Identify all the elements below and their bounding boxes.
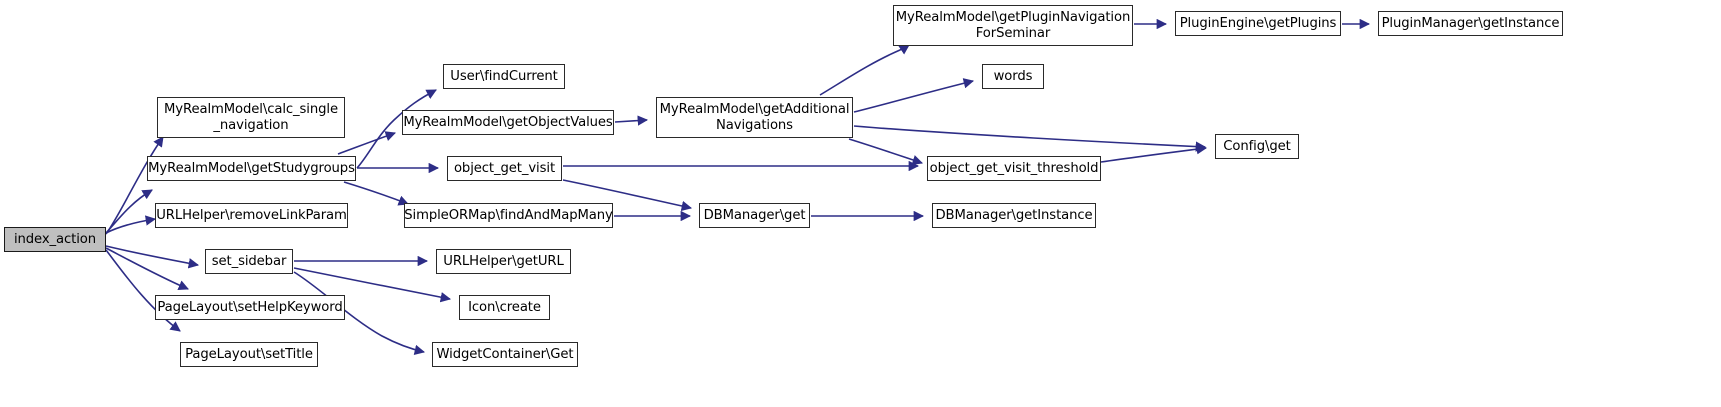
graph-edge-getStudygroups-to-getObjectValues	[337, 131, 396, 155]
graph-node-label: set_sidebar	[211, 253, 287, 269]
graph-node-findCurrent[interactable]: User\findCurrent	[443, 64, 565, 89]
graph-node-getPluginNavigationForSeminar[interactable]: MyRealmModel\getPluginNavigation ForSemi…	[893, 5, 1133, 46]
graph-node-label: Config\get	[1223, 138, 1291, 154]
graph-node-label: DBManager\get	[703, 207, 806, 223]
graph-node-label: User\findCurrent	[450, 68, 558, 84]
graph-node-label: index_action	[13, 231, 97, 247]
graph-node-getAdditionalNavigations[interactable]: MyRealmModel\getAdditional Navigations	[656, 97, 853, 138]
graph-node-label: SimpleORMap\findAndMapMany	[404, 207, 613, 223]
graph-node-label: object_get_visit	[453, 160, 556, 176]
graph-node-label: PluginEngine\getPlugins	[1179, 15, 1337, 31]
graph-node-words[interactable]: words	[982, 64, 1044, 89]
graph-node-label: MyRealmModel\getAdditional Navigations	[659, 101, 850, 133]
graph-node-label: MyRealmModel\getPluginNavigation ForSemi…	[895, 9, 1131, 41]
graph-edge-object_get_visit_threshold-to-config_get	[1100, 144, 1208, 163]
graph-node-label: DBManager\getInstance	[935, 207, 1093, 223]
graph-node-setTitle[interactable]: PageLayout\setTitle	[180, 342, 318, 367]
graph-node-label: PageLayout\setHelpKeyword	[157, 299, 343, 315]
graph-node-removeLinkParam[interactable]: URLHelper\removeLinkParam	[155, 203, 348, 228]
graph-edge-getObjectValues-to-getAdditionalNavigations	[614, 115, 649, 126]
graph-node-label: MyRealmModel\getStudygroups	[148, 160, 355, 176]
graph-node-getObjectValues[interactable]: MyRealmModel\getObjectValues	[402, 110, 614, 135]
graph-node-label: WidgetContainer\Get	[436, 346, 574, 362]
graph-node-findAndMapMany[interactable]: SimpleORMap\findAndMapMany	[404, 203, 613, 228]
graph-node-getStudygroups[interactable]: MyRealmModel\getStudygroups	[147, 156, 356, 181]
graph-node-pluginmanager_getInstance[interactable]: PluginManager\getInstance	[1378, 11, 1563, 36]
graph-node-dbmanager_getInstance[interactable]: DBManager\getInstance	[932, 203, 1096, 228]
graph-node-object_get_visit_threshold[interactable]: object_get_visit_threshold	[927, 156, 1101, 181]
graph-node-object_get_visit[interactable]: object_get_visit	[447, 156, 562, 181]
graph-edge-getAdditionalNavigations-to-getPluginNavigationForSeminar	[819, 44, 910, 96]
graph-node-label: object_get_visit_threshold	[929, 160, 1099, 176]
graph-edge-getAdditionalNavigations-to-object_get_visit_threshold	[848, 138, 923, 165]
graph-edge-getAdditionalNavigations-to-config_get	[853, 125, 1207, 152]
graph-node-label: MyRealmModel\calc_single _navigation	[164, 101, 338, 133]
graph-node-calc_single_navigation[interactable]: MyRealmModel\calc_single _navigation	[157, 97, 345, 138]
graph-edge-getStudygroups-to-findAndMapMany	[343, 181, 409, 206]
graph-edge-getAdditionalNavigations-to-words	[853, 78, 975, 113]
graph-node-getPlugins[interactable]: PluginEngine\getPlugins	[1175, 11, 1341, 36]
graph-node-label: MyRealmModel\getObjectValues	[403, 114, 613, 130]
graph-node-label: Icon\create	[468, 299, 541, 315]
graph-edge-index_action-to-set_sidebar	[105, 245, 200, 269]
graph-node-icon_create[interactable]: Icon\create	[459, 295, 550, 320]
graph-node-widget_get[interactable]: WidgetContainer\Get	[432, 342, 578, 367]
graph-edge-index_action-to-setHelpKeyword	[105, 247, 189, 291]
graph-node-dbmanager_get[interactable]: DBManager\get	[699, 203, 810, 228]
graph-node-label: PluginManager\getInstance	[1381, 15, 1560, 31]
graph-node-getURL[interactable]: URLHelper\getURL	[436, 249, 571, 274]
graph-node-config_get[interactable]: Config\get	[1215, 134, 1299, 159]
graph-node-label: words	[993, 68, 1033, 84]
graph-node-label: PageLayout\setTitle	[185, 346, 313, 362]
graph-node-index_action[interactable]: index_action	[4, 227, 106, 252]
graph-edge-index_action-to-removeLinkParam	[105, 215, 157, 234]
graph-node-setHelpKeyword[interactable]: PageLayout\setHelpKeyword	[155, 295, 345, 320]
graph-node-label: URLHelper\removeLinkParam	[156, 207, 347, 223]
graph-edge-index_action-to-getStudygroups	[105, 189, 153, 234]
graph-node-label: URLHelper\getURL	[443, 253, 564, 269]
graph-node-set_sidebar[interactable]: set_sidebar	[205, 249, 293, 274]
